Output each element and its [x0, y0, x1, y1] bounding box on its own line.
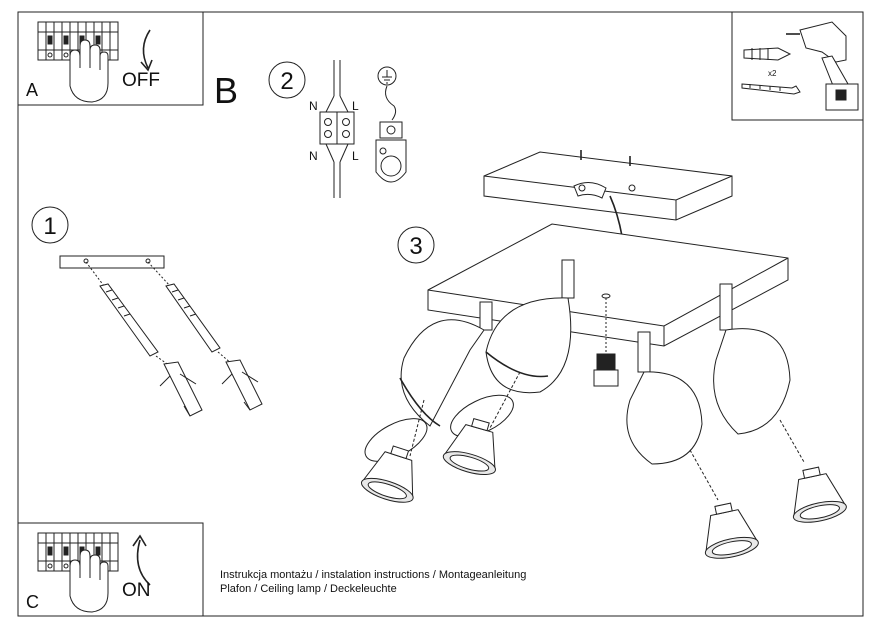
screw-icon: [741, 83, 801, 95]
wall-plug-icon: [743, 47, 792, 61]
spotlight-2: [440, 259, 575, 480]
panel-a: A OFF: [17, 11, 204, 106]
spotlight-4: [713, 283, 849, 527]
spotlight-3: [626, 331, 761, 563]
arrow-up-icon: [136, 539, 151, 586]
tools-box: x2: [731, 11, 864, 121]
quantity-label: x2: [768, 69, 777, 78]
section-b-letter: B: [214, 70, 238, 111]
neutral-label-bottom: N: [309, 149, 318, 163]
svg-text:3: 3: [409, 233, 422, 260]
panel-a-letter: A: [26, 80, 38, 100]
cable-connector: [593, 293, 619, 387]
on-label: ON: [122, 580, 151, 601]
off-label: OFF: [122, 70, 160, 91]
panel-c-letter: C: [26, 592, 39, 612]
footer-instructions-title: Instrukcja montażu / instalation instruc…: [220, 569, 526, 581]
terminal-block: [319, 60, 355, 198]
drill-icon: [786, 21, 859, 111]
ceiling-plate: [483, 150, 733, 237]
ground-terminal: [375, 66, 407, 183]
live-label-bottom: L: [352, 149, 359, 163]
mounting-step-1: [59, 255, 263, 417]
spotlight-1: [358, 301, 493, 508]
svg-text:2: 2: [280, 68, 293, 95]
neutral-label-top: N: [309, 99, 318, 113]
step-3-badge: 3: [397, 226, 435, 264]
step-1-badge: 1: [31, 206, 69, 244]
panel-c: C ON: [17, 522, 204, 617]
footer-product-name: Plafon / Ceiling lamp / Deckeleuchte: [220, 583, 397, 595]
step-2-badge: 2: [268, 61, 306, 99]
arrow-down-icon: [142, 29, 151, 69]
svg-text:1: 1: [43, 213, 56, 240]
outer-frame: [17, 11, 864, 617]
live-label-top: L: [352, 99, 359, 113]
